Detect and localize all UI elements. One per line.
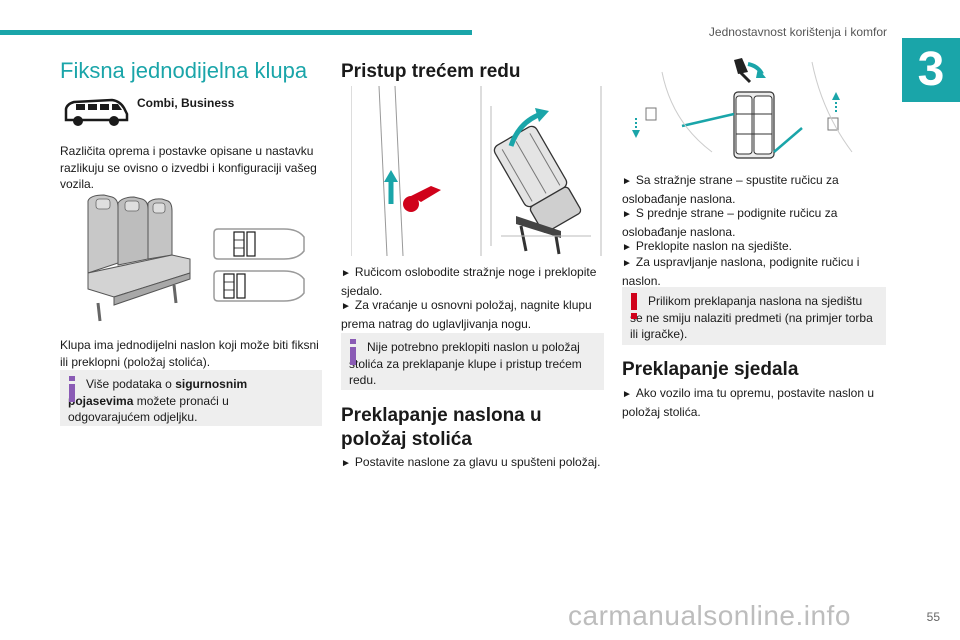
title-line-2: položaj stolića [341,429,472,450]
warning-note-objects: Prilikom preklapanja naslona na sjedištu… [622,287,886,345]
step-text: Preklopite naslon na sjedište. [635,239,792,253]
bench-seat-illustration [87,194,305,322]
note-text: Više podataka o sigurnosnim pojasevima m… [68,376,314,426]
section-title-third-row-access: Pristup trećem redu [341,61,521,82]
section-header-title: Jednostavnost korištenja i komfor [708,25,887,39]
title-line-1: Preklapanje naslona u [341,405,542,426]
chapter-number: 3 [917,43,945,96]
info-note-no-fold-required: Nije potrebno preklopiti naslon u položa… [341,333,604,390]
note-text: Prilikom preklapanja naslona na sjedištu… [630,294,873,341]
note-text: Nije potrebno preklopiti naslon u položa… [349,340,582,387]
step-fold-backrest: ►Preklopite naslon na sjedište. [622,238,886,257]
step-text: Sa stražnje strane – spustite ručicu za … [622,173,839,206]
seat-fold-illustration [351,86,602,256]
step-text: S prednje strane – podignite ručicu za o… [622,206,838,239]
step-arrow: ► [341,458,351,469]
info-note-seatbelts: Više podataka o sigurnosnim pojasevima m… [60,370,322,426]
step-raise-backrest: ►Za uspravljanje naslona, podignite ruči… [622,254,886,289]
chapter-tab: 3 [902,38,960,102]
step-text: Za vraćanje u osnovni položaj, nagnite k… [341,298,592,331]
step-arrow: ► [622,258,632,269]
note-text-bold: sigurnosnim pojasevima [68,377,248,408]
step-return-seat: ►Za vraćanje u osnovni položaj, nagnite … [341,297,604,332]
step-text: Postavite naslone za glavu u spušteni po… [354,455,601,469]
bench-description: Klupa ima jednodijelni naslon koji može … [60,338,319,369]
step-arrow: ► [622,242,632,253]
step-lower-headrests: ►Postavite naslone za glavu u spušteni p… [341,454,604,473]
step-text: Za uspravljanje naslona, podignite ručic… [622,255,860,288]
warning-icon [631,293,637,319]
section-title-fixed-bench: Fiksna jednodijelna klupa [60,58,308,83]
step-fold-seat: ►Ručicom oslobodite stražnje noge i prek… [341,264,604,299]
header-accent-bar [0,30,472,35]
info-icon [350,339,356,365]
step-text: Ručicom oslobodite stražnje noge i prekl… [341,265,597,298]
step-arrow: ► [622,176,632,187]
page-number: 55 [926,610,940,624]
section-title-table-position: Preklapanje naslona u položaj stolića [341,404,542,452]
step-arrow: ► [341,268,351,279]
van-icon [64,98,129,126]
step-table-position: ►Ako vozilo ima tu opremu, postavite nas… [622,385,886,420]
intro-paragraph: Različita oprema i postavke opisane u na… [60,144,317,191]
step-arrow: ► [622,209,632,220]
step-arrow: ► [622,389,632,400]
step-front-release-lever: ►S prednje strane – podignite ručicu za … [622,205,886,240]
watermark: carmanualsonline.info [568,600,851,631]
step-arrow: ► [341,301,351,312]
info-icon [69,376,75,402]
version-label: Combi, Business [137,96,235,110]
backrest-release-illustration [632,58,853,159]
section-title-seat-folding: Preklapanje sjedala [622,359,799,380]
note-text-post: možete pronaći u odgovarajućem odjeljku. [68,393,229,425]
step-text: Ako vozilo ima tu opremu, postavite nasl… [622,386,875,419]
step-rear-release-lever: ►Sa stražnje strane – spustite ručicu za… [622,172,886,207]
note-text-pre: Više podataka o [86,377,176,391]
